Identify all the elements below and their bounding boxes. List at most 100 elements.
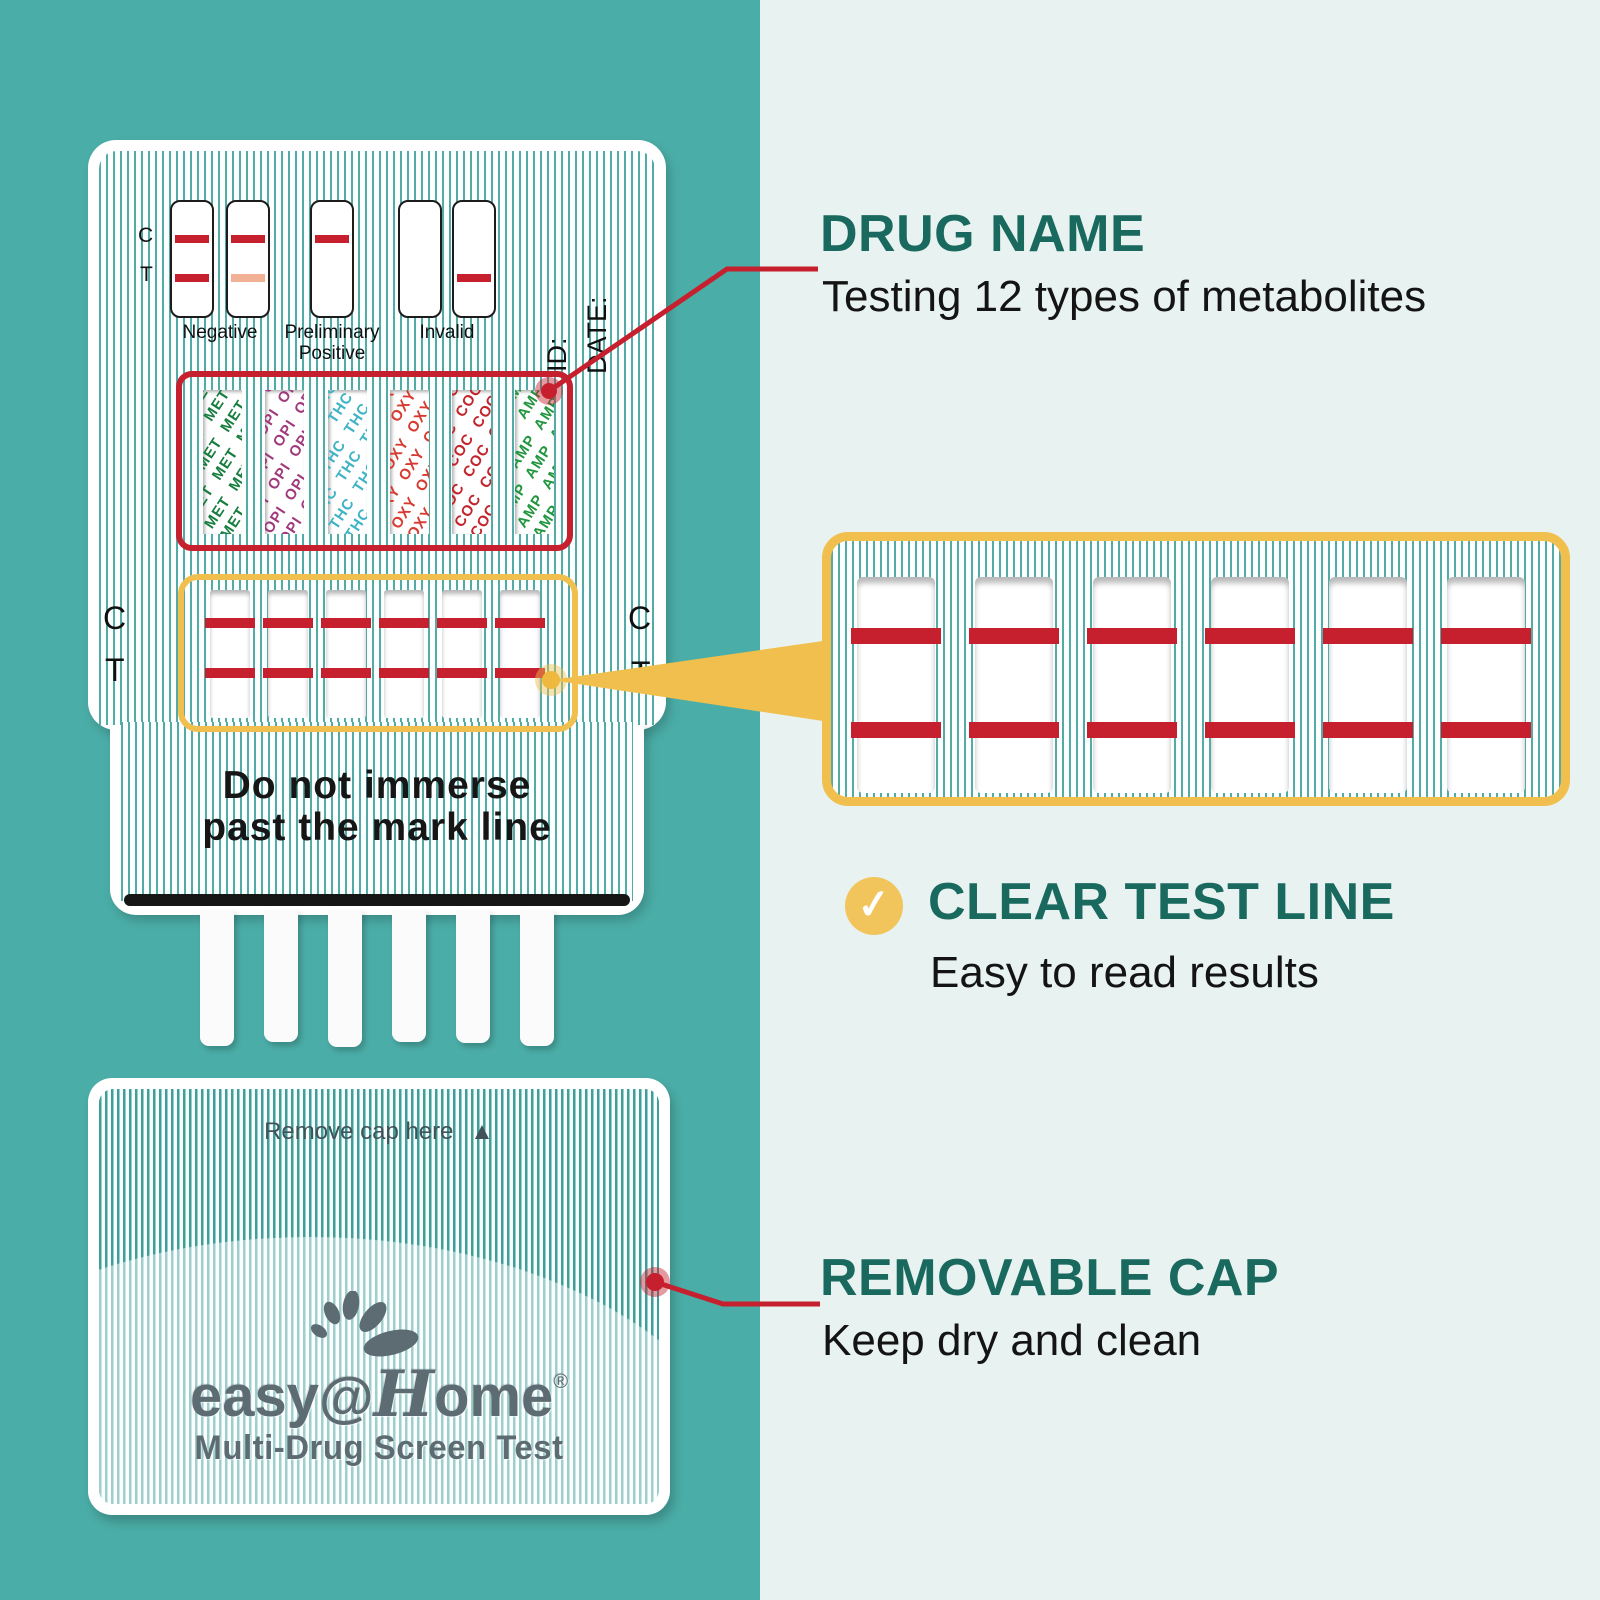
control-line [1205,628,1295,644]
control-line [379,618,429,628]
test-line [205,668,255,678]
result-window [495,590,545,718]
drug-name-subtitle: Testing 12 types of metabolites [822,272,1427,321]
result-left-c-label: C [103,600,127,636]
sample-strip [200,910,234,1046]
test-line [495,668,545,678]
up-arrow-icon: ▲ [470,1118,494,1145]
control-line [1323,628,1413,644]
legend-label: Negative [182,322,258,343]
result-left-t-label: T [105,652,125,688]
clear-test-line-subtitle: Easy to read results [930,948,1319,997]
zoom-window [1205,577,1295,793]
drug-panel-text: OPI OPI OPI OPI OPI OPI OPI OPI OPI OPI … [265,390,304,534]
zoomed-test-line-panel [822,532,1570,806]
test-line [175,274,209,282]
result-window [321,590,371,718]
drug-panel-OXY: OXY OXY OXY OXY OXY OXY OXY OXY OXY OXY … [390,390,429,534]
result-window [379,590,429,718]
test-line [379,668,429,678]
sample-strip [392,910,426,1042]
legend-label: Preliminary Positive [284,322,380,365]
legend-window-negative-faint [226,200,270,318]
legend-t-label: T [140,263,153,286]
control-line [205,618,255,628]
splash-icon [310,1291,419,1357]
sample-strip [264,910,298,1042]
clear-test-line-title: CLEAR TEST LINE [928,873,1395,931]
result-window [437,590,487,718]
logo-subtitle: Multi-Drug Screen Test [194,1429,564,1467]
drug-panel-text: AMP AMP AMP AMP AMP AMP AMP AMP AMP AMP … [515,390,554,534]
device-striped-surface-lower [121,722,633,901]
test-line [1087,722,1177,738]
drug-name-highlight-box [176,371,573,551]
legend-window-negative-strong [170,200,214,318]
logo-home-initial: H [373,1357,435,1432]
remove-cap-text: Remove cap here ▲ [264,1118,494,1145]
registered-mark: ® [553,1371,569,1393]
control-line [175,235,209,243]
drug-panel-MET: MET MET MET MET MET MET MET MET MET MET … [203,390,242,534]
device-striped-surface [99,151,655,725]
logo-at-sign: @ [318,1365,374,1428]
easy-at-home-logo: easy@Home® [99,1357,659,1432]
logo-easy-text: easy [189,1364,319,1429]
control-line [1087,628,1177,644]
control-line [315,235,349,243]
test-line [1441,722,1531,738]
date-label: DATE: [582,296,612,374]
test-line [851,722,941,738]
result-window [263,590,313,718]
check-badge: ✓ [845,877,903,935]
control-line [851,628,941,644]
zoom-window [969,577,1059,793]
test-line [437,668,487,678]
cap-striped-surface: Remove cap here ▲ easy@Home® Multi-Drug … [99,1089,659,1504]
sample-strip [520,910,554,1046]
drug-panel-text: OXY OXY OXY OXY OXY OXY OXY OXY OXY OXY … [390,390,429,534]
drug-panel-OPI: OPI OPI OPI OPI OPI OPI OPI OPI OPI OPI … [265,390,304,534]
test-line [1205,722,1295,738]
control-line [263,618,313,628]
control-line [495,618,545,628]
sample-strip [456,910,490,1043]
drug-panel-text: COC COC COC COC COC COC COC COC COC COC … [452,390,491,534]
legend-window-invalid-blank [398,200,442,318]
zoom-window [851,577,941,793]
drug-name-title: DRUG NAME [820,205,1146,263]
test-line [321,668,371,678]
zoom-window [1441,577,1531,793]
test-line [231,274,265,282]
removable-cap-subtitle: Keep dry and clean [822,1316,1202,1365]
zoom-window [1087,577,1177,793]
legend-window-preliminary-positive [310,200,354,318]
id-label: ID: [542,337,572,372]
legend-window-invalid-t-only [452,200,496,318]
drug-panel-AMP: AMP AMP AMP AMP AMP AMP AMP AMP AMP AMP … [515,390,554,534]
legend-c-label: C [138,224,154,247]
drug-panel-COC: COC COC COC COC COC COC COC COC COC COC … [452,390,491,534]
result-right-t-label: T [631,655,651,691]
check-icon: ✓ [854,881,893,929]
control-line [321,618,371,628]
zoom-window [1323,577,1413,793]
immerse-warning-line1: Do not immerse [222,764,532,807]
immerse-warning-line2: past the mark line [202,806,552,849]
max-immersion-mark-line [124,894,630,906]
control-line [969,628,1059,644]
result-right-c-label: C [628,600,652,636]
control-line [231,235,265,243]
drug-panel-text: THC THC THC THC THC THC THC THC THC THC … [328,390,367,534]
drug-panel-text: MET MET MET MET MET MET MET MET MET MET … [203,390,242,534]
test-line [263,668,313,678]
test-line [1323,722,1413,738]
test-line [969,722,1059,738]
test-line [457,274,491,282]
control-line [1441,628,1531,644]
result-window [205,590,255,718]
removable-cap-title: REMOVABLE CAP [820,1249,1280,1307]
logo-home-rest: ome [434,1364,554,1429]
sample-strip [328,910,362,1047]
